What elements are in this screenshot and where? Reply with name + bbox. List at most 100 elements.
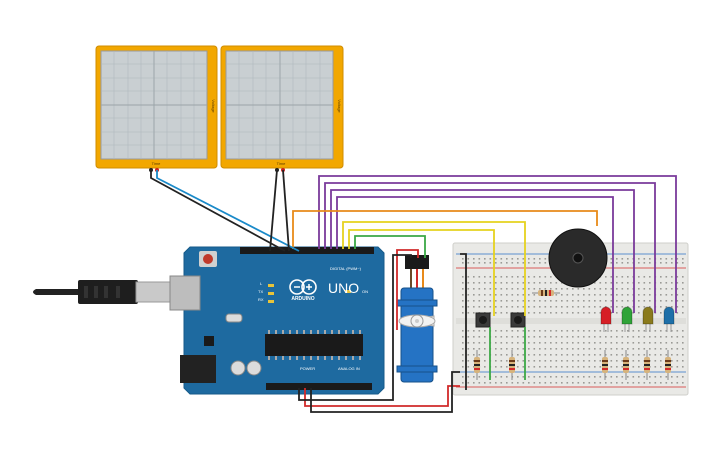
breadboard-hole[interactable] — [550, 382, 552, 384]
breadboard-hole[interactable] — [572, 348, 574, 350]
breadboard-hole[interactable] — [462, 300, 464, 302]
wires[interactable] — [150, 169, 677, 413]
breadboard-hole[interactable] — [555, 360, 558, 362]
wire-yellow-2[interactable] — [348, 229, 495, 316]
breadboard-hole[interactable] — [528, 366, 530, 368]
breadboard-hole[interactable] — [478, 336, 481, 338]
breadboard-hole[interactable] — [588, 330, 591, 332]
breadboard-hole[interactable] — [599, 336, 602, 338]
breadboard-hole[interactable] — [610, 348, 613, 350]
breadboard-hole[interactable] — [643, 282, 646, 284]
breadboard-hole[interactable] — [528, 348, 530, 350]
breadboard-hole[interactable] — [682, 306, 684, 308]
breadboard-hole[interactable] — [478, 330, 481, 332]
breadboard-hole[interactable] — [643, 276, 646, 278]
breadboard-hole[interactable] — [583, 294, 585, 296]
breadboard-hole[interactable] — [544, 276, 547, 278]
breadboard-hole[interactable] — [671, 258, 673, 260]
breadboard-hole[interactable] — [610, 366, 613, 368]
breadboard-hole[interactable] — [495, 336, 497, 338]
breadboard-hole[interactable] — [638, 376, 640, 378]
breadboard-hole[interactable] — [583, 360, 585, 362]
wire-purple-4[interactable] — [336, 196, 614, 313]
breadboard-hole[interactable] — [522, 288, 525, 290]
breadboard-hole[interactable] — [467, 258, 470, 260]
breadboard-hole[interactable] — [665, 300, 668, 302]
breadboard-hole[interactable] — [671, 336, 673, 338]
breadboard-hole[interactable] — [588, 360, 591, 362]
breadboard-hole[interactable] — [533, 376, 536, 378]
breadboard-hole[interactable] — [522, 360, 525, 362]
breadboard-hole[interactable] — [533, 342, 536, 344]
reset-button[interactable] — [203, 254, 213, 264]
breadboard-hole[interactable] — [643, 288, 646, 290]
breadboard-hole[interactable] — [550, 354, 552, 356]
breadboard-hole[interactable] — [610, 262, 613, 264]
breadboard-hole[interactable] — [500, 288, 503, 290]
breadboard-hole[interactable] — [500, 282, 503, 284]
led-blue[interactable] — [663, 306, 675, 332]
breadboard-hole[interactable] — [495, 300, 497, 302]
breadboard-hole[interactable] — [528, 306, 530, 308]
breadboard-hole[interactable] — [682, 366, 684, 368]
breadboard-hole[interactable] — [522, 276, 525, 278]
breadboard-hole[interactable] — [572, 330, 574, 332]
breadboard-hole[interactable] — [649, 294, 651, 296]
breadboard-hole[interactable] — [544, 342, 547, 344]
breadboard-hole[interactable] — [671, 282, 673, 284]
breadboard-hole[interactable] — [539, 330, 541, 332]
breadboard-hole[interactable] — [528, 336, 530, 338]
breadboard-hole[interactable] — [682, 258, 684, 260]
breadboard-hole[interactable] — [671, 360, 673, 362]
breadboard-hole[interactable] — [616, 376, 618, 378]
breadboard-hole[interactable] — [539, 282, 541, 284]
breadboard-hole[interactable] — [638, 312, 640, 314]
breadboard-hole[interactable] — [517, 354, 519, 356]
breadboard-hole[interactable] — [478, 354, 481, 356]
breadboard-hole[interactable] — [462, 258, 464, 260]
wire-black-gnd-servo[interactable] — [298, 254, 412, 401]
breadboard-hole[interactable] — [484, 366, 486, 368]
breadboard-hole[interactable] — [544, 300, 547, 302]
breadboard-hole[interactable] — [566, 366, 569, 368]
breadboard-hole[interactable] — [654, 382, 657, 384]
breadboard-hole[interactable] — [583, 348, 585, 350]
breadboard-hole[interactable] — [627, 294, 629, 296]
breadboard-hole[interactable] — [627, 330, 629, 332]
breadboard-hole[interactable] — [517, 294, 519, 296]
breadboard-hole[interactable] — [528, 330, 530, 332]
breadboard-hole[interactable] — [605, 282, 607, 284]
breadboard-hole[interactable] — [671, 342, 673, 344]
breadboard-hole[interactable] — [506, 300, 508, 302]
breadboard-hole[interactable] — [616, 342, 618, 344]
resistor-vertical[interactable] — [602, 350, 608, 380]
breadboard-hole[interactable] — [671, 348, 673, 350]
breadboard-hole[interactable] — [544, 336, 547, 338]
breadboard-hole[interactable] — [522, 262, 525, 264]
breadboard-hole[interactable] — [467, 300, 470, 302]
breadboard-hole[interactable] — [473, 294, 475, 296]
breadboard-hole[interactable] — [654, 366, 657, 368]
breadboard-hole[interactable] — [665, 276, 668, 278]
breadboard-hole[interactable] — [484, 258, 486, 260]
breadboard-hole[interactable] — [577, 366, 580, 368]
resistor-vertical[interactable] — [623, 350, 629, 380]
breadboard-hole[interactable] — [462, 312, 464, 314]
breadboard-hole[interactable] — [484, 330, 486, 332]
breadboard-hole[interactable] — [616, 300, 618, 302]
breadboard-hole[interactable] — [495, 360, 497, 362]
breadboard-hole[interactable] — [544, 382, 547, 384]
breadboard-hole[interactable] — [649, 342, 651, 344]
breadboard-hole[interactable] — [599, 360, 602, 362]
breadboard-hole[interactable] — [605, 306, 607, 308]
breadboard-hole[interactable] — [583, 288, 585, 290]
breadboard-hole[interactable] — [500, 312, 503, 314]
breadboard-hole[interactable] — [550, 306, 552, 308]
breadboard-hole[interactable] — [616, 360, 618, 362]
breadboard-hole[interactable] — [610, 300, 613, 302]
breadboard-hole[interactable] — [511, 258, 514, 260]
piezo-buzzer[interactable] — [548, 228, 608, 288]
breadboard-hole[interactable] — [566, 312, 569, 314]
breadboard-hole[interactable] — [588, 376, 591, 378]
breadboard-hole[interactable] — [555, 382, 558, 384]
